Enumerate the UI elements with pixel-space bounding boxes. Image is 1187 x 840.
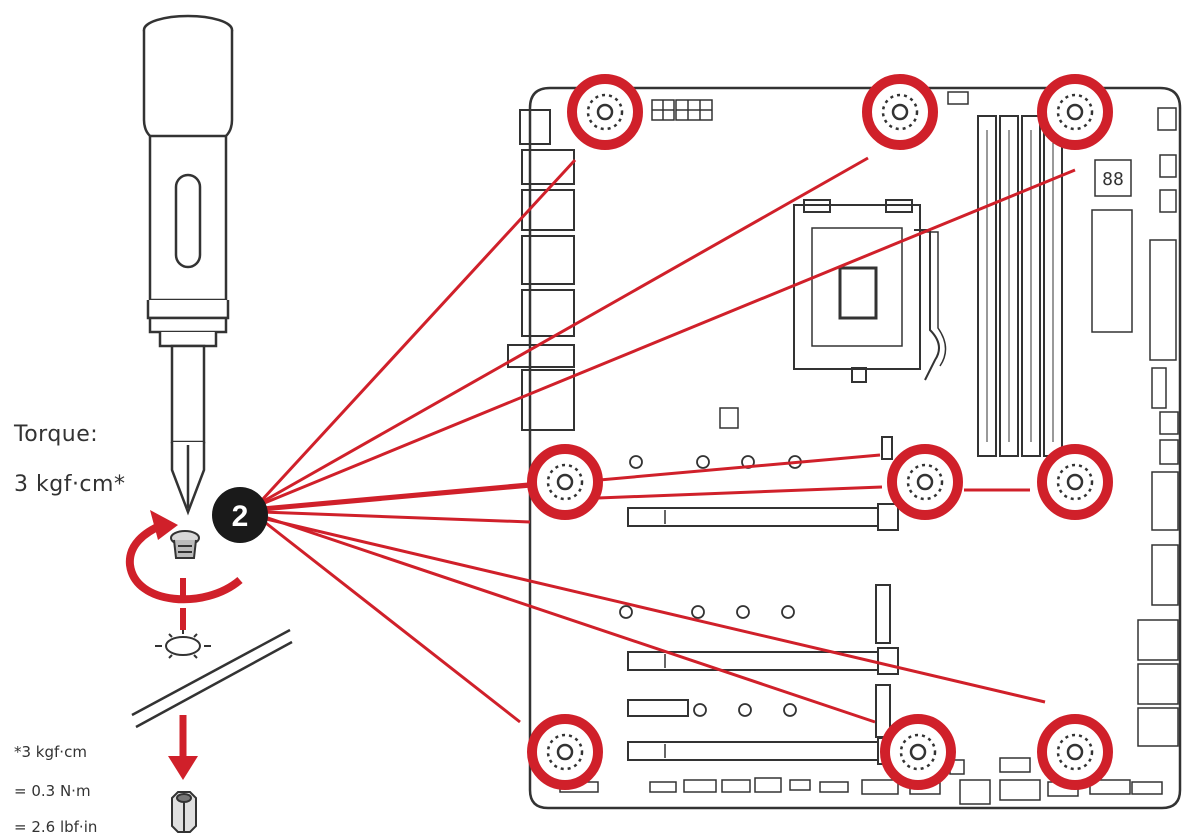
mounting-hole-bottom-left <box>527 714 603 790</box>
step-badge: 2 <box>212 487 268 543</box>
mounting-hole-middle-right <box>1037 444 1113 520</box>
footnote-line-2: = 0.3 N·m <box>14 782 91 800</box>
screwdriver-icon <box>142 14 234 516</box>
mounting-hole-top-middle <box>862 74 938 150</box>
rear-io-panel <box>507 109 575 431</box>
board-edge <box>131 628 293 729</box>
mounting-hole-top-right <box>1037 74 1113 150</box>
rotation-arrow-icon <box>125 510 243 604</box>
dimm-slots <box>977 115 1063 457</box>
mounting-hole-bottom-middle <box>880 714 956 790</box>
right-edge-components: 88 <box>1091 107 1179 747</box>
m2-standoff-holes <box>619 455 802 717</box>
motherboard: 88 <box>507 86 1182 810</box>
pcie-slots <box>627 436 899 765</box>
step-number: 2 <box>232 500 249 533</box>
mounting-hole-middle-center <box>887 444 963 520</box>
mounting-hole-markers <box>527 74 1113 790</box>
mounting-hole-middle-left <box>527 444 603 520</box>
torque-label: Torque: <box>14 422 99 447</box>
torque-value: 3 kgf·cm* <box>14 472 126 497</box>
footnote-line-1: *3 kgf·cm <box>14 743 87 761</box>
svg-text:88: 88 <box>1102 169 1124 190</box>
down-arrow-icon <box>168 715 198 780</box>
cpu-power-connector <box>651 99 713 121</box>
cpu-socket <box>793 199 947 383</box>
mounting-hole-bottom-right <box>1037 714 1113 790</box>
leader-lines <box>260 156 1076 724</box>
screw-hole-icon <box>155 630 211 659</box>
standoff-icon <box>171 791 197 833</box>
footnote-line-3: = 2.6 lbf·in <box>14 818 98 836</box>
screw-icon <box>170 530 200 559</box>
mounting-hole-top-left <box>567 74 643 150</box>
